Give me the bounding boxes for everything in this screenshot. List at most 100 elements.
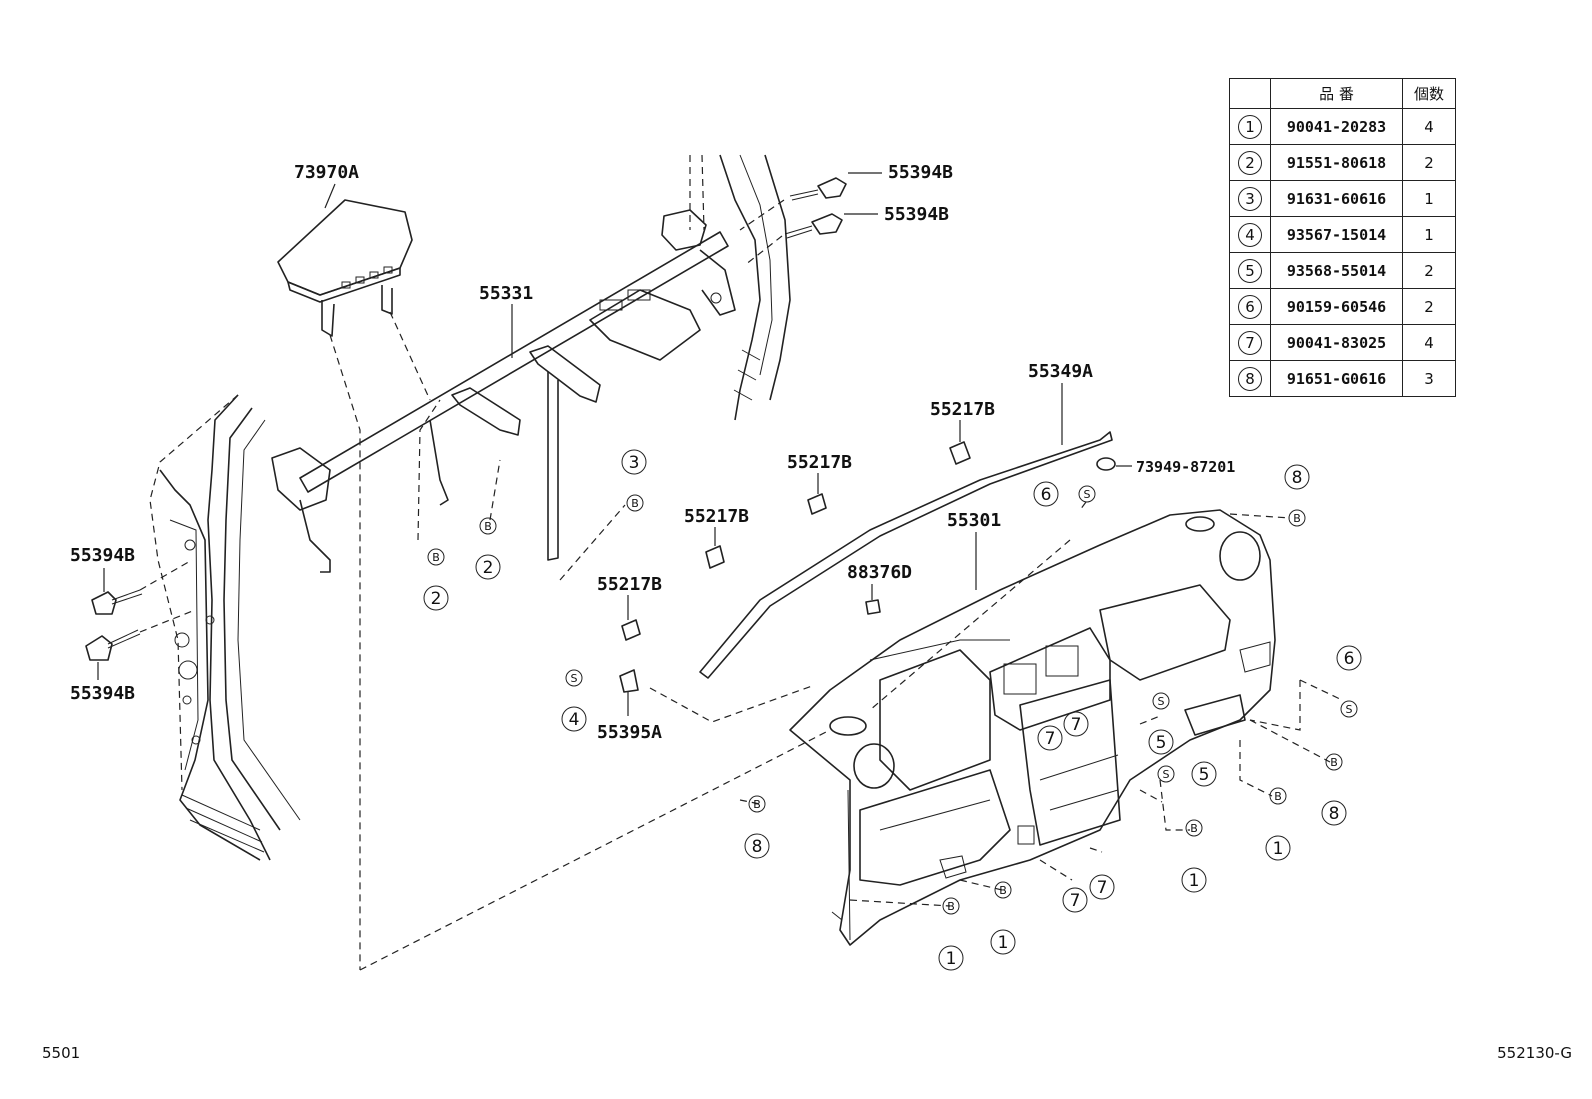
part-number: 90159-60546 (1270, 288, 1403, 325)
label-55394b-left-2: 55394B (70, 683, 135, 704)
part-number: 90041-20283 (1270, 108, 1403, 145)
header-part-number: 品 番 (1270, 78, 1403, 109)
table-row: 6 90159-60546 2 (1229, 288, 1456, 325)
part-number: 91631-60616 (1270, 180, 1403, 217)
bolt-symbol: B (626, 494, 644, 512)
svg-text:S: S (1158, 695, 1165, 708)
label-55217b-3: 55217B (684, 506, 749, 527)
svg-text:1: 1 (946, 949, 957, 969)
label-55331: 55331 (479, 283, 533, 304)
label-55349a: 55349A (1028, 361, 1093, 382)
svg-text:B: B (631, 497, 639, 510)
table-row: 7 90041-83025 4 (1229, 324, 1456, 361)
callout-5: 5 (1148, 729, 1174, 755)
screw-symbol: S (1340, 700, 1358, 718)
callout-8: 8 (1284, 464, 1310, 490)
screw-symbol: S (1152, 692, 1170, 710)
svg-text:5: 5 (1156, 733, 1167, 753)
quantity: 2 (1402, 288, 1456, 325)
svg-text:B: B (753, 798, 761, 811)
label-88376d: 88376D (847, 562, 912, 583)
steering-support-beam-drawing (271, 209, 736, 581)
diagram-number: 552130-G (1497, 1044, 1572, 1062)
callout-8: 8 (1321, 800, 1347, 826)
bolt-symbol: B (1325, 753, 1343, 771)
body-pillar-drawing (149, 394, 301, 861)
ref-number: 1 (1238, 114, 1262, 139)
callout-4: 4 (561, 706, 587, 732)
parts-reference-table: 品 番 個数 1 90041-20283 4 2 91551-80618 2 3… (1229, 78, 1456, 397)
screw-symbol: S (565, 669, 583, 687)
bolt-symbol: B (942, 897, 960, 915)
header-ref (1229, 78, 1271, 109)
ref-number: 3 (1238, 186, 1262, 211)
table-row: 5 93568-55014 2 (1229, 252, 1456, 289)
label-55217b-2: 55217B (787, 452, 852, 473)
callout-1: 1 (1265, 835, 1291, 861)
label-55301: 55301 (947, 510, 1001, 531)
svg-text:7: 7 (1097, 878, 1108, 898)
label-55395a: 55395A (597, 722, 662, 743)
bolt-symbol: B (1269, 787, 1287, 805)
fastener-symbols: B B B S S B S S S B B B B B B (427, 485, 1358, 915)
screw-symbol: S (1078, 485, 1096, 503)
svg-text:7: 7 (1045, 729, 1056, 749)
screw-symbol: S (1157, 765, 1175, 783)
bolt-symbol: B (1185, 819, 1203, 837)
instrument-panel-drawing (789, 509, 1276, 946)
airbag-module-drawing (277, 199, 431, 970)
callout-7: 7 (1037, 725, 1063, 751)
callout-1: 1 (1181, 867, 1207, 893)
table-row: 3 91631-60616 1 (1229, 180, 1456, 217)
quantity: 4 (1402, 324, 1456, 361)
svg-text:B: B (1190, 822, 1198, 835)
table-row: 8 91651-G0616 3 (1229, 360, 1456, 397)
bolt-symbol: B (994, 881, 1012, 899)
quantity: 4 (1402, 108, 1456, 145)
upper-pillar-drawing (689, 154, 791, 421)
callout-1: 1 (938, 945, 964, 971)
quantity: 2 (1402, 252, 1456, 289)
callout-6: 6 (1336, 645, 1362, 671)
svg-text:B: B (999, 884, 1007, 897)
part-number: 91651-G0616 (1270, 360, 1403, 397)
svg-text:S: S (1084, 488, 1091, 501)
callout-2: 2 (475, 554, 501, 580)
label-55217b-1: 55217B (930, 399, 995, 420)
quantity: 1 (1402, 180, 1456, 217)
svg-text:1: 1 (1273, 839, 1284, 859)
table-row: 2 91551-80618 2 (1229, 144, 1456, 181)
quantity: 3 (1402, 360, 1456, 397)
label-73970a: 73970A (294, 162, 359, 183)
label-55394b-upper-2: 55394B (884, 204, 949, 225)
svg-text:8: 8 (1292, 468, 1303, 488)
ref-number: 7 (1238, 330, 1262, 355)
callout-8: 8 (744, 833, 770, 859)
svg-text:B: B (947, 900, 955, 913)
part-labels: 73970A 55394B 55394B 55331 55349A 55217B… (70, 162, 1235, 743)
svg-text:7: 7 (1071, 715, 1082, 735)
svg-text:B: B (1293, 512, 1301, 525)
callout-6: 6 (1033, 481, 1059, 507)
ref-number: 6 (1238, 294, 1262, 319)
svg-text:6: 6 (1041, 485, 1052, 505)
label-55394b-left-1: 55394B (70, 545, 135, 566)
svg-text:B: B (1274, 790, 1282, 803)
header-quantity: 個数 (1402, 78, 1456, 109)
ref-number: 2 (1238, 150, 1262, 175)
bolt-symbol: B (427, 548, 445, 566)
ref-number: 8 (1238, 366, 1262, 391)
callout-2: 2 (423, 585, 449, 611)
quantity: 2 (1402, 144, 1456, 181)
svg-text:S: S (1163, 768, 1170, 781)
svg-text:S: S (1346, 703, 1353, 716)
svg-text:6: 6 (1344, 649, 1355, 669)
clips-55217b-drawing (619, 441, 1116, 693)
dash-strip-drawing (699, 431, 1113, 679)
dashed-guide-lines (359, 501, 1343, 971)
svg-text:S: S (571, 672, 578, 685)
callout-3: 3 (621, 449, 647, 475)
page-number: 5501 (42, 1044, 81, 1062)
callout-numbers: 3 2 2 4 6 8 6 7 7 5 5 8 1 1 8 7 7 1 1 (423, 449, 1362, 971)
ref-number: 4 (1238, 222, 1262, 247)
